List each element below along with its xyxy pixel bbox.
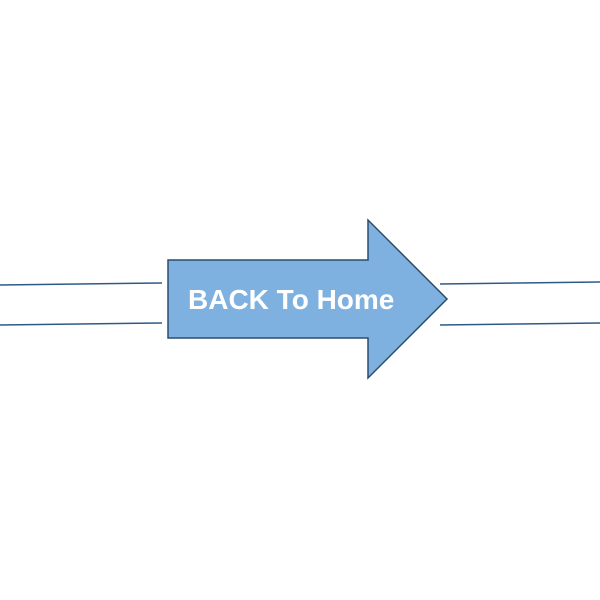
- left-upper-rail: [0, 282, 163, 286]
- back-to-home-button[interactable]: BACK To Home: [167, 218, 449, 380]
- right-upper-rail: [439, 281, 600, 285]
- back-to-home-label: BACK To Home: [188, 284, 394, 315]
- right-arrow-icon: [167, 218, 449, 380]
- right-lower-rail: [439, 322, 600, 326]
- left-lower-rail: [0, 322, 163, 326]
